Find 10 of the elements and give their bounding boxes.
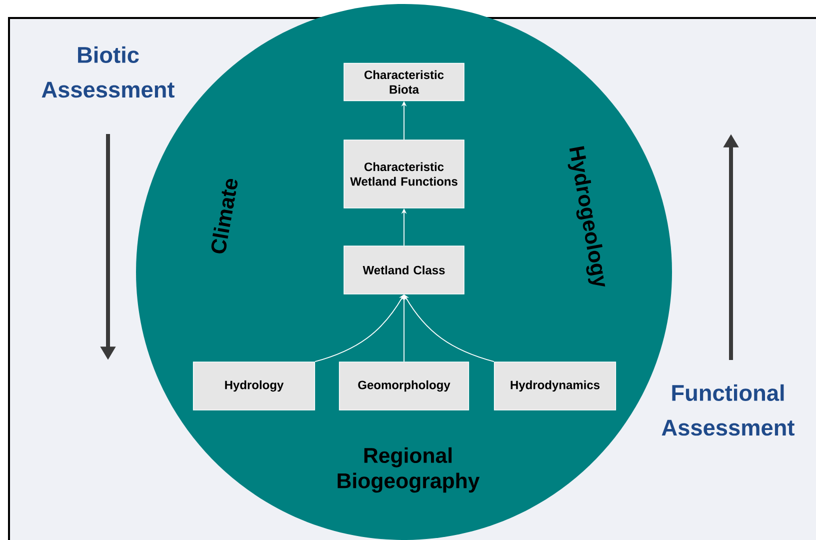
heading-label: Functional Assessment [662, 384, 794, 436]
region-label: Regional Biogeography [338, 447, 480, 493]
process-box: Geomorphology [338, 362, 470, 410]
process-box: Hydrology [192, 362, 316, 410]
process-box: Characteristic Biota [344, 62, 464, 102]
process-box: Wetland Class [344, 246, 464, 294]
heading-label: Biotic Assessment [42, 46, 174, 98]
process-box: Characteristic Wetland Functions [344, 140, 464, 208]
process-box: Hydrodynamics [494, 362, 616, 410]
region-label: Climate [211, 179, 238, 254]
